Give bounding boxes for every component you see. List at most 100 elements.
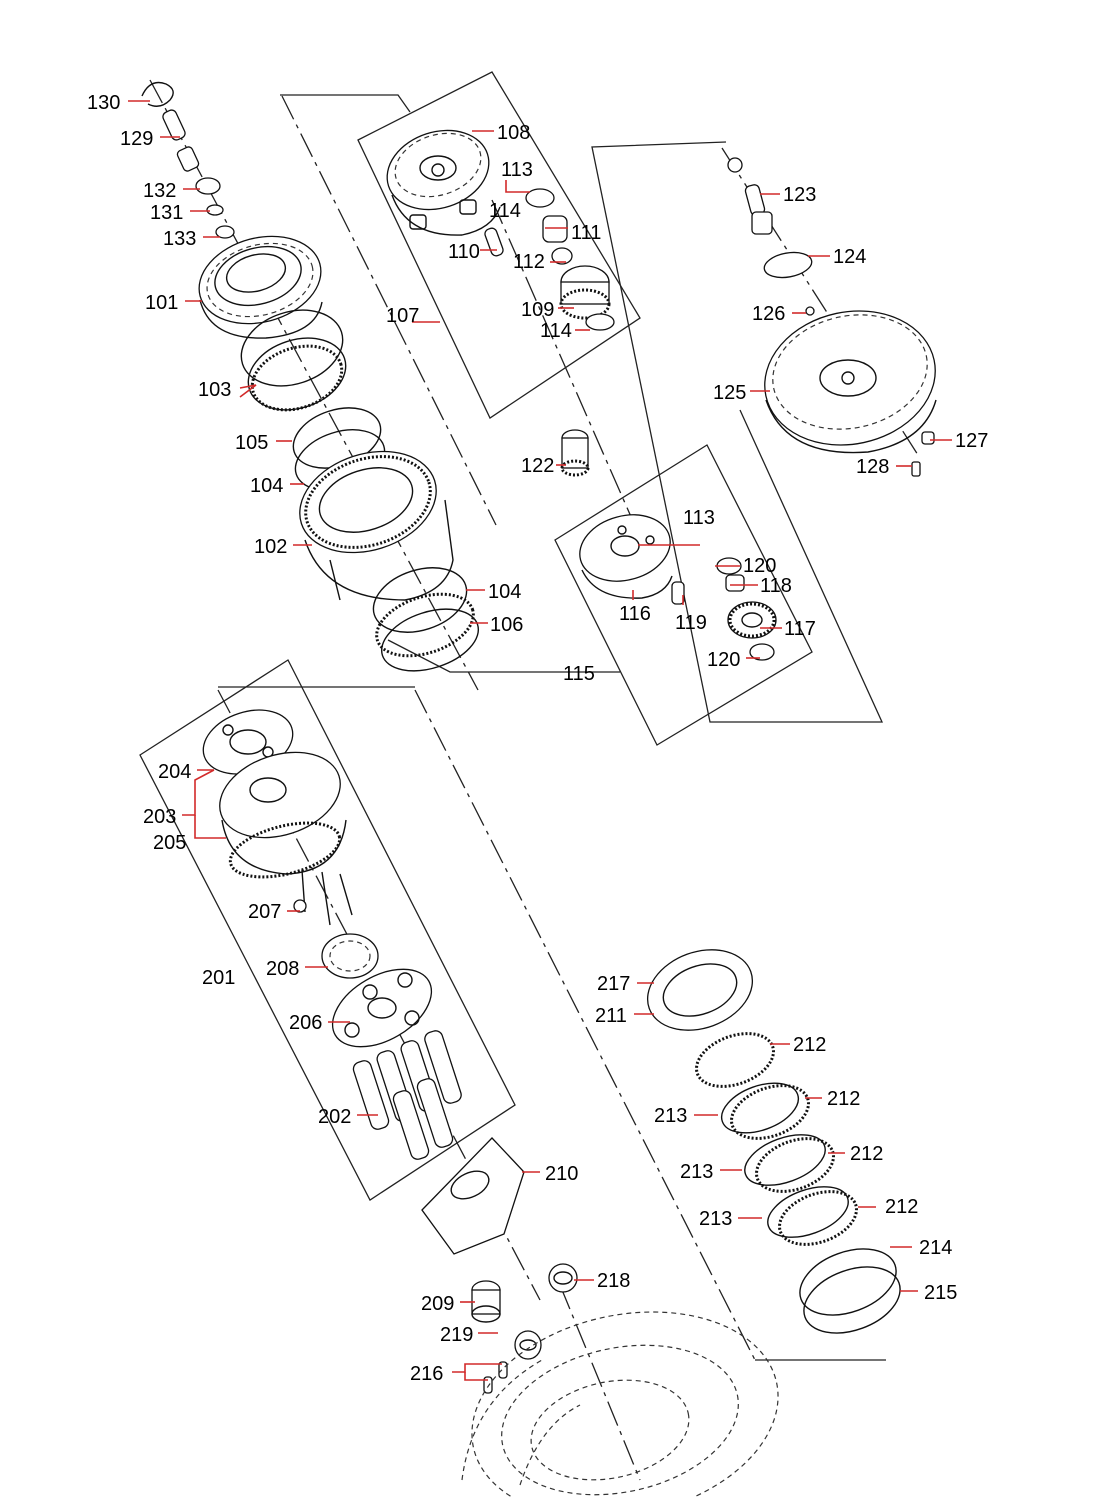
ring-214 [799,1248,897,1316]
label-103: 103 [198,379,231,401]
washer-120b [749,643,775,661]
label-113-lower: 113 [683,507,715,529]
label-216: 216 [410,1363,443,1385]
cylinder-block-205 [219,751,347,879]
label-205: 205 [153,832,186,854]
label-203: 203 [143,806,176,828]
thrust-plate-124 [763,251,813,279]
label-107: 107 [386,305,419,327]
cover-125 [764,310,937,454]
label-130: 130 [87,92,120,114]
label-113-upper: 113 [501,159,533,181]
label-120-lower: 120 [707,649,740,671]
label-210: 210 [545,1163,578,1185]
hidden-housing [461,1311,779,1497]
seal-ring-103a [240,309,344,387]
label-111: 111 [571,222,601,244]
washer-114a [525,188,555,208]
label-126: 126 [752,303,785,325]
label-128: 128 [856,456,889,478]
label-217: 217 [597,973,630,995]
label-108: 108 [497,122,530,144]
label-213-c: 213 [699,1208,732,1230]
separator-plate-213a [720,1082,800,1134]
retainer-plate-206 [331,968,433,1048]
friction-plate-212c [755,1137,835,1193]
shaft-123 [727,157,773,235]
ring-104-lower [372,567,468,633]
cover-125-group [727,157,937,477]
frame-115 [554,444,813,746]
label-125: 125 [713,382,746,404]
label-122: 122 [521,455,554,477]
carrier-108 [386,129,501,236]
plug-209 [471,1280,501,1323]
bolt-128 [911,461,921,477]
bracket-107 [280,94,411,113]
bracket-115 [387,639,620,673]
ball-126 [805,306,815,316]
label-112: 112 [513,251,545,273]
label-102: 102 [254,536,287,558]
label-214: 214 [919,1237,952,1259]
friction-plate-212d [778,1190,858,1246]
carrier-107-group [386,129,615,331]
label-110: 110 [448,241,480,263]
parts-upper-left [141,81,480,672]
plug-218 [548,1263,578,1293]
gear-117 [727,601,777,639]
label-119: 119 [675,612,707,634]
label-131: 131 [150,202,183,224]
label-212-d: 212 [885,1196,918,1218]
label-106: 106 [490,614,523,636]
housing-101 [198,235,323,339]
label-109: 109 [521,299,554,321]
gear-109 [559,265,611,320]
carrier-116 [579,514,673,599]
ring-106 [380,608,480,672]
label-123: 123 [783,184,816,206]
label-213-a: 213 [654,1105,687,1127]
label-212-b: 212 [827,1088,860,1110]
pin-216b [483,1376,493,1394]
label-206: 206 [289,1012,322,1034]
bearing-111 [542,215,568,243]
plug-129 [162,109,186,141]
label-207: 207 [248,901,281,923]
group-frames [139,71,886,1361]
bearing-118 [725,574,745,592]
label-116: 116 [619,603,651,625]
cap-132 [195,177,221,195]
label-104-lower: 104 [488,581,521,603]
label-104-upper: 104 [250,475,283,497]
label-127: 127 [955,430,988,452]
label-208: 208 [266,958,299,980]
label-212-c: 212 [850,1143,883,1165]
label-218: 218 [597,1270,630,1292]
label-215: 215 [924,1282,957,1304]
swash-plate-210 [421,1137,525,1255]
label-114-upper: 114 [489,200,521,222]
part-labels: 130 129 132 131 133 101 103 105 104 102 … [87,92,988,1385]
pistons-202 [352,1030,462,1160]
friction-plate-212a [695,1032,775,1088]
label-211: 211 [595,1005,627,1027]
label-204: 204 [158,761,191,783]
ball-guide-208 [321,933,379,979]
separator-plate-213d [767,1186,849,1238]
plug-219 [514,1330,542,1360]
leader-lines [128,100,952,1381]
bushing-112 [551,247,573,265]
friction-plate-212b [730,1084,810,1140]
label-219: 219 [440,1324,473,1346]
label-132: 132 [143,180,176,202]
o-ring-131 [206,204,224,216]
pins-207 [293,869,353,926]
pin-110 [484,227,504,257]
label-124: 124 [833,246,866,268]
label-101: 101 [145,292,178,314]
frame-201 [139,659,516,1201]
label-118: 118 [760,575,792,597]
washer-114b [585,313,615,331]
